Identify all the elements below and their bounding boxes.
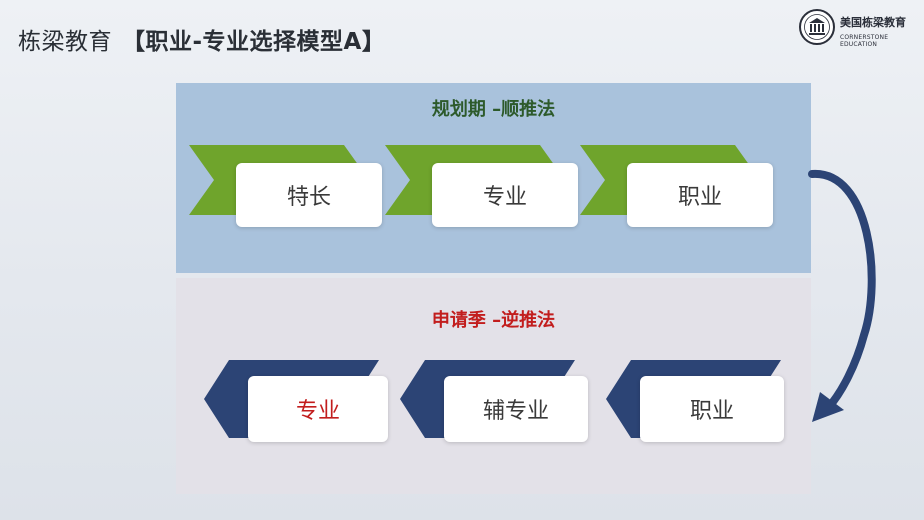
cornerstone-logo: 美国栋梁教育 CORNERSTONE EDUCATION	[798, 8, 916, 48]
step-box: 专业	[248, 376, 388, 442]
application-panel: 申请季 –逆推法 专业 辅专业 职业	[176, 278, 811, 494]
planning-step-3: 职业	[580, 145, 775, 231]
step-box: 职业	[640, 376, 784, 442]
step-box: 特长	[236, 163, 382, 227]
curved-arrow-icon	[808, 169, 876, 422]
planning-heading: 规划期 –顺推法	[431, 99, 556, 120]
title-brand: 栋梁教育	[18, 29, 112, 55]
title-model: 【职业-专业选择模型A】	[122, 29, 386, 55]
application-step-1: 专业	[204, 360, 394, 444]
step-box: 职业	[627, 163, 773, 227]
application-heading: 申请季 –逆推法	[431, 310, 556, 331]
planning-step-1: 特长	[189, 145, 384, 231]
seal-icon	[799, 9, 835, 45]
logo-name-en: CORNERSTONE EDUCATION	[840, 34, 889, 48]
application-step-3: 职业	[606, 360, 796, 444]
application-step-2: 辅专业	[400, 360, 590, 444]
step-box: 辅专业	[444, 376, 588, 442]
planning-panel: 规划期 –顺推法 特长 专业 职业	[176, 83, 811, 273]
step-box: 专业	[432, 163, 578, 227]
planning-step-2: 专业	[385, 145, 580, 231]
slide-title: 栋梁教育【职业-专业选择模型A】	[18, 22, 385, 56]
logo-name-cn: 美国栋梁教育	[840, 16, 906, 29]
